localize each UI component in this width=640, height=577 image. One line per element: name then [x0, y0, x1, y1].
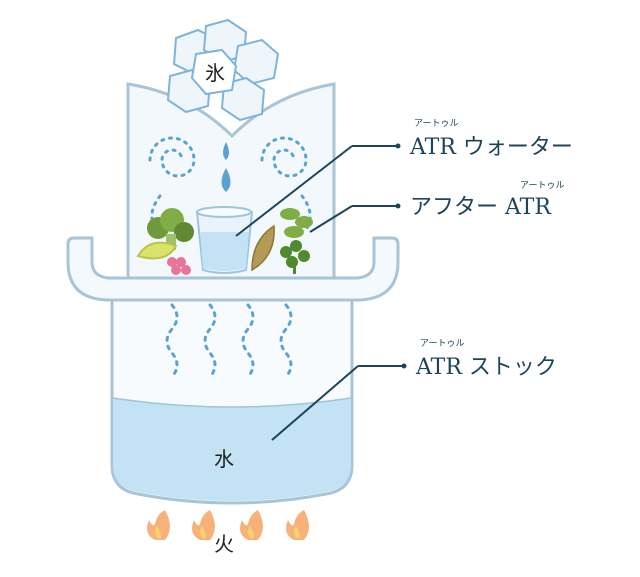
atr-stock-ruby: アートゥル: [420, 339, 464, 349]
flame-icon: [240, 510, 263, 540]
after-atr-text: アフター ATR: [410, 195, 552, 220]
atr-stock-text: ATR ストック: [415, 355, 557, 380]
ice-cubes: [166, 18, 280, 122]
flame-icon: [147, 510, 170, 540]
ice-label: 氷: [205, 61, 225, 85]
fire-label: 火: [214, 532, 234, 556]
atr-water-ruby: アートゥル: [414, 119, 458, 129]
broccoli-icon: [147, 208, 194, 250]
label-atr-water: アートゥル ATR ウォーター: [409, 119, 573, 160]
leaf-icon: [251, 224, 275, 272]
atr-water-text: ATR ウォーター: [409, 135, 573, 160]
raspberry-icon: [167, 257, 191, 275]
lime-icon: [136, 241, 178, 260]
pot-rim: [66, 236, 400, 302]
flame-icon: [192, 510, 215, 540]
water-label: 水: [214, 447, 234, 471]
flame-icon: [286, 510, 309, 540]
steam-dots: [165, 303, 293, 379]
droplet: [221, 168, 231, 192]
flames: [147, 510, 309, 540]
water-glass: [195, 206, 254, 274]
mint-icon: [280, 208, 313, 238]
label-atr-stock: アートゥル ATR ストック: [415, 339, 557, 380]
parsley-icon: [280, 240, 310, 274]
leader-lines: [235, 143, 407, 441]
after-atr-ruby: アートゥル: [520, 181, 564, 191]
label-after-atr: アートゥル アフター ATR: [410, 181, 564, 220]
droplet: [223, 142, 229, 160]
